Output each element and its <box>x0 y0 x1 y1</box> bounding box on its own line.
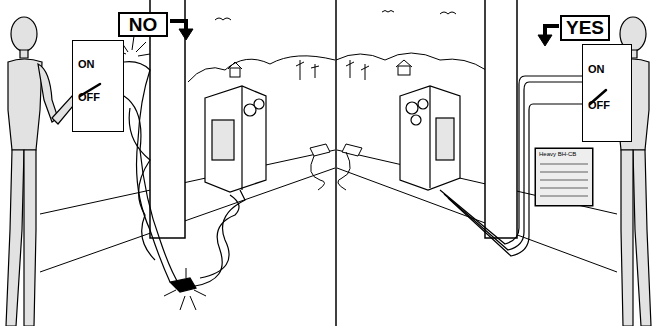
generator-dial <box>254 99 264 109</box>
house <box>230 68 240 77</box>
mannequin <box>6 17 78 326</box>
bird <box>215 18 231 20</box>
tag-lines <box>540 164 588 196</box>
mannequin-neck <box>20 50 28 58</box>
cord <box>124 96 180 286</box>
cord <box>129 108 155 260</box>
mannequin-leg <box>24 150 36 326</box>
tool <box>310 144 362 190</box>
pointer-arrow <box>538 26 559 46</box>
cord <box>200 190 245 278</box>
generator-edge <box>241 86 242 190</box>
spark <box>116 36 206 310</box>
sign-box: YES <box>560 15 610 41</box>
ground-line <box>40 168 335 272</box>
hill-line <box>336 53 486 70</box>
sign-box: NO <box>118 12 168 37</box>
switch-label: OFF <box>78 91 100 103</box>
tag-text: Heavy BH-CB <box>539 151 576 157</box>
generator-dial <box>406 102 418 114</box>
sign-text: NO <box>129 14 158 36</box>
mannequin-leg <box>621 150 633 326</box>
mannequin-leg <box>633 150 651 326</box>
generator-edge <box>429 86 430 188</box>
tool-box <box>310 144 330 156</box>
generator-panel <box>212 120 234 160</box>
divider-line <box>335 0 337 326</box>
generator <box>400 86 460 190</box>
lever-handle <box>80 84 100 96</box>
tool-cord <box>311 156 325 190</box>
switch-lever <box>80 84 606 104</box>
generator-dial <box>418 99 428 109</box>
tag-background <box>535 148 593 206</box>
mannequin-arm <box>38 64 58 122</box>
arrow-head <box>179 29 193 40</box>
arrow-head <box>538 35 552 46</box>
house <box>398 66 410 75</box>
plug <box>170 278 196 292</box>
generator-body <box>400 86 460 190</box>
tangled-cords <box>124 62 245 292</box>
tool-box <box>342 144 362 156</box>
generator-body <box>205 86 266 192</box>
spark-lines <box>164 268 206 310</box>
landscape <box>188 11 486 83</box>
generator <box>205 86 266 192</box>
tree <box>346 60 369 80</box>
mannequin-head <box>11 17 37 51</box>
bird <box>440 12 456 14</box>
bird <box>382 11 394 13</box>
switch-label: OFF <box>588 99 610 111</box>
house-roof <box>396 60 412 67</box>
pointer-arrow <box>170 21 193 40</box>
sign-text: YES <box>566 17 604 39</box>
switch-label: ON <box>78 58 95 70</box>
ground-line <box>40 150 335 214</box>
tree <box>296 60 319 80</box>
pole <box>485 0 517 238</box>
hill-line <box>188 56 335 82</box>
mannequin-torso <box>8 59 42 150</box>
ground-lines <box>40 150 617 272</box>
generator-dial <box>411 115 421 125</box>
switch-label: ON <box>588 63 605 75</box>
tag-card <box>535 148 593 206</box>
tag-card: Heavy BH-CB <box>535 148 593 206</box>
generator-panel <box>436 118 454 160</box>
tool-cord <box>338 152 350 190</box>
switch-box: ON OFF <box>72 40 124 132</box>
mannequin-leg <box>6 150 24 326</box>
house-roof <box>228 62 242 69</box>
lever-handle <box>590 90 606 104</box>
switch-box: ON OFF <box>582 44 632 142</box>
